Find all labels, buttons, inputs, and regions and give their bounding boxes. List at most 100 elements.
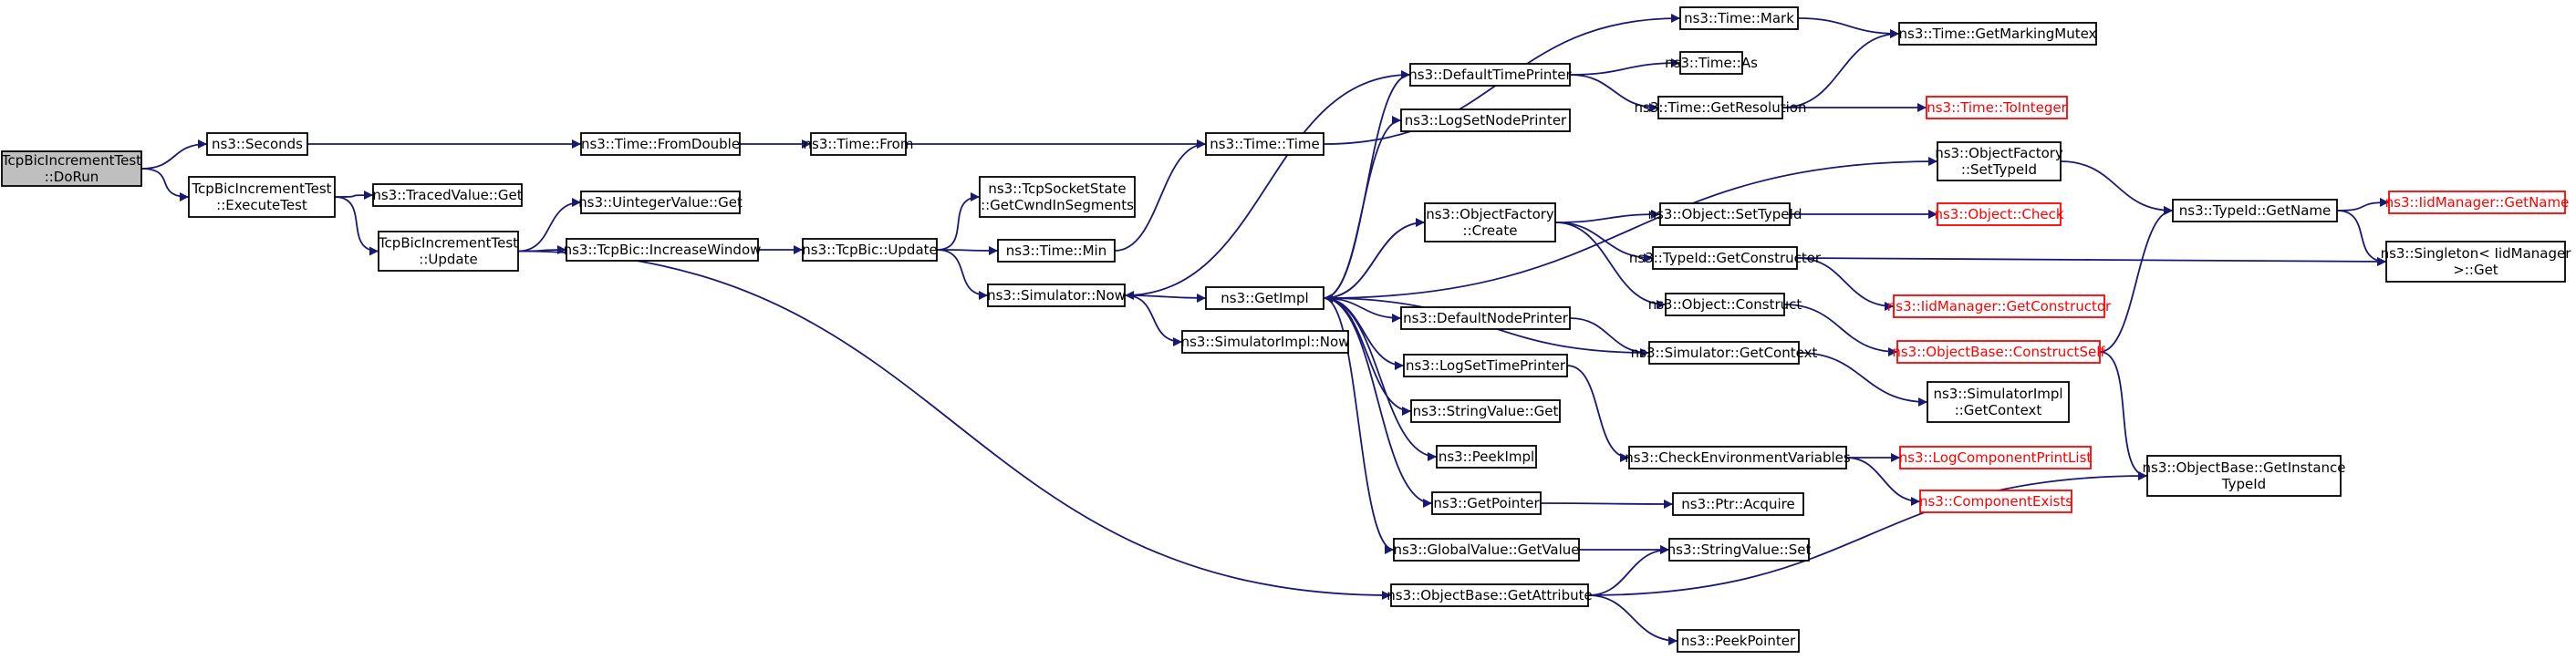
node-label: ns3::Time::ToInteger <box>1927 99 2067 116</box>
node-incwindow[interactable]: ns3::TcpBic::IncreaseWindow <box>564 238 762 262</box>
node-label: ns3::StringValue::Get <box>1413 403 1559 419</box>
node-label: ns3::UintegerValue::Get <box>578 194 743 211</box>
node-logtimeprinter[interactable]: ns3::LogSetTimePrinter <box>1403 354 1568 377</box>
node-simimplgetctx[interactable]: ns3::SimulatorImpl::GetContext <box>1927 381 2070 423</box>
node-getpointer[interactable]: ns3::GetPointer <box>1431 491 1542 515</box>
node-label: ns3::Time::Time <box>1210 136 1320 152</box>
node-box <box>1424 202 1556 242</box>
node-label: TypeId <box>2221 476 2266 492</box>
node-checkenv[interactable]: ns3::CheckEnvironmentVariables <box>1625 446 1851 469</box>
node-box <box>1431 491 1542 515</box>
node-label: TcpBicIncrementTest <box>1 152 141 169</box>
edge-ofcreate-to-getimpl <box>1323 222 1426 303</box>
node-iidgetname[interactable]: ns3::IidManager::GetName <box>2385 191 2570 214</box>
node-dorun[interactable]: TcpBicIncrementTest::DoRun <box>1 150 142 187</box>
edge-typeidgetname-to-iidgetname <box>2336 198 2390 211</box>
node-bicupdate[interactable]: ns3::TcpBic::Update <box>802 238 938 262</box>
node-timetime[interactable]: ns3::Time::Time <box>1205 132 1324 156</box>
node-getres[interactable]: ns3::Time::GetResolution <box>1635 96 1807 119</box>
node-executetest[interactable]: TcpBicIncrementTest::ExecuteTest <box>188 176 336 218</box>
node-label: >::Get <box>2453 262 2498 278</box>
node-timemin[interactable]: ns3::Time::Min <box>997 239 1116 263</box>
node-box <box>1403 354 1568 377</box>
node-update_test[interactable]: TcpBicIncrementTest::Update <box>378 231 519 272</box>
node-label: ns3::Time::GetMarkingMutex <box>1899 26 2097 42</box>
node-objsettypeid[interactable]: ns3::Object::SetTypeId <box>1648 202 1802 226</box>
node-label: ns3::ComponentExists <box>1919 493 2072 510</box>
node-typeidgetname[interactable]: ns3::TypeId::GetName <box>2172 199 2338 222</box>
node-constructself[interactable]: ns3::ObjectBase::ConstructSelf <box>1892 340 2105 364</box>
node-ptracquire[interactable]: ns3::Ptr::Acquire <box>1672 492 1804 516</box>
node-simgetctx[interactable]: ns3::Simulator::GetContext <box>1631 341 1818 365</box>
node-iidgetctor[interactable]: ns3::IidManager::GetConstructor <box>1887 294 2112 318</box>
node-fromdouble[interactable]: ns3::Time::FromDouble <box>580 132 741 156</box>
edge-getres-to-getmarkingmutex <box>1781 29 1900 108</box>
node-label: ns3::Simulator::GetContext <box>1631 345 1818 361</box>
edge-getimpl-to-strget <box>1323 297 1412 416</box>
node-timemark[interactable]: ns3::Time::Mark <box>1679 6 1799 30</box>
node-from[interactable]: ns3::Time::From <box>804 132 914 156</box>
node-box <box>979 176 1136 218</box>
node-label: ns3::GetImpl <box>1220 290 1308 306</box>
node-singletonget[interactable]: ns3::Singleton< IidManager>::Get <box>2381 241 2572 283</box>
node-strget[interactable]: ns3::StringValue::Get <box>1410 399 1561 423</box>
node-deftimeprinter[interactable]: ns3::DefaultTimePrinter <box>1408 63 1573 87</box>
node-uintget[interactable]: ns3::UintegerValue::Get <box>578 191 743 214</box>
node-typeidgetctor[interactable]: ns3::TypeId::GetConstructor <box>1629 246 1822 270</box>
node-box <box>1668 538 1810 562</box>
edge-deftimeprinter-to-simnow <box>1124 74 1411 300</box>
node-box <box>997 239 1116 263</box>
node-objconstruct[interactable]: ns3::Object::Construct <box>1648 293 1802 316</box>
node-box <box>1205 132 1324 156</box>
node-getimpl[interactable]: ns3::GetImpl <box>1205 286 1324 310</box>
node-getmarkingmutex[interactable]: ns3::Time::GetMarkingMutex <box>1898 22 2097 46</box>
node-label: ns3::TypeId::GetName <box>2179 202 2331 219</box>
node-label: ::DoRun <box>45 169 99 185</box>
node-label: ::GetContext <box>1955 402 2042 418</box>
node-box <box>1898 22 2097 46</box>
node-seconds[interactable]: ns3::Seconds <box>206 132 308 156</box>
edge-ofcreate-to-objsettypeid <box>1554 210 1661 223</box>
node-getcwnd[interactable]: ns3::TcpSocketState::GetCwndInSegments <box>979 176 1136 218</box>
node-label: ::SetTypeId <box>1961 161 2037 178</box>
node-lognodeprinter[interactable]: ns3::LogSetNodePrinter <box>1400 108 1571 132</box>
node-label: ns3::TcpBic::Update <box>802 242 938 258</box>
node-box <box>1648 341 1800 365</box>
edge-objconstruct-to-constructself <box>1783 304 1898 356</box>
node-peekpointer[interactable]: ns3::PeekPointer <box>1677 629 1800 653</box>
edge-bicupdate-to-getcwnd <box>936 192 981 251</box>
node-ofsettypeid[interactable]: ns3::ObjectFactory::SetTypeId <box>1935 141 2063 181</box>
node-label: ns3::Time::Mark <box>1684 10 1794 26</box>
node-label: ns3::ObjectBase::GetAttribute <box>1387 587 1592 603</box>
node-strset[interactable]: ns3::StringValue::Set <box>1667 538 1812 562</box>
call-edges <box>140 14 2390 645</box>
node-label: ns3::PeekImpl <box>1439 449 1534 465</box>
node-compexists[interactable]: ns3::ComponentExists <box>1919 490 2072 513</box>
edge-update_test-to-obgetattr <box>517 250 1392 600</box>
node-box <box>1937 202 2062 226</box>
node-simimplnow[interactable]: ns3::SimulatorImpl::Now <box>1181 330 1350 354</box>
node-box <box>2388 191 2566 214</box>
edge-deftimeprinter-to-timeas <box>1569 58 1681 76</box>
node-tointeger[interactable]: ns3::Time::ToInteger <box>1926 96 2068 119</box>
node-label: ::ExecuteTest <box>216 197 307 213</box>
edge-logtimeprinter-to-checkenv <box>1566 365 1630 462</box>
node-defnodeprinter[interactable]: ns3::DefaultNodePrinter <box>1400 306 1571 330</box>
node-tracedget[interactable]: ns3::TracedValue::Get <box>372 183 523 207</box>
node-label: ns3::DefaultTimePrinter <box>1408 67 1572 83</box>
node-box <box>1410 399 1561 423</box>
node-box <box>1677 629 1800 653</box>
node-simnow[interactable]: ns3::Simulator::Now <box>987 284 1126 307</box>
node-box <box>802 238 938 262</box>
node-label: ns3::Singleton< IidManager <box>2381 245 2572 262</box>
node-obgetattr[interactable]: ns3::ObjectBase::GetAttribute <box>1387 583 1593 607</box>
node-timeas[interactable]: ns3::Time::As <box>1665 51 1758 75</box>
node-gvgetvalue[interactable]: ns3::GlobalValue::GetValue <box>1393 538 1580 562</box>
node-peekimpl[interactable]: ns3::PeekImpl <box>1436 445 1537 469</box>
node-logcompprint[interactable]: ns3::LogComponentPrintList <box>1899 446 2093 469</box>
node-objcheck[interactable]: ns3::Object::Check <box>1934 202 2064 226</box>
edge-getpointer-to-ptracquire <box>1540 499 1674 509</box>
node-box <box>1919 490 2072 513</box>
node-ofcreate[interactable]: ns3::ObjectFactory::Create <box>1424 202 1556 242</box>
